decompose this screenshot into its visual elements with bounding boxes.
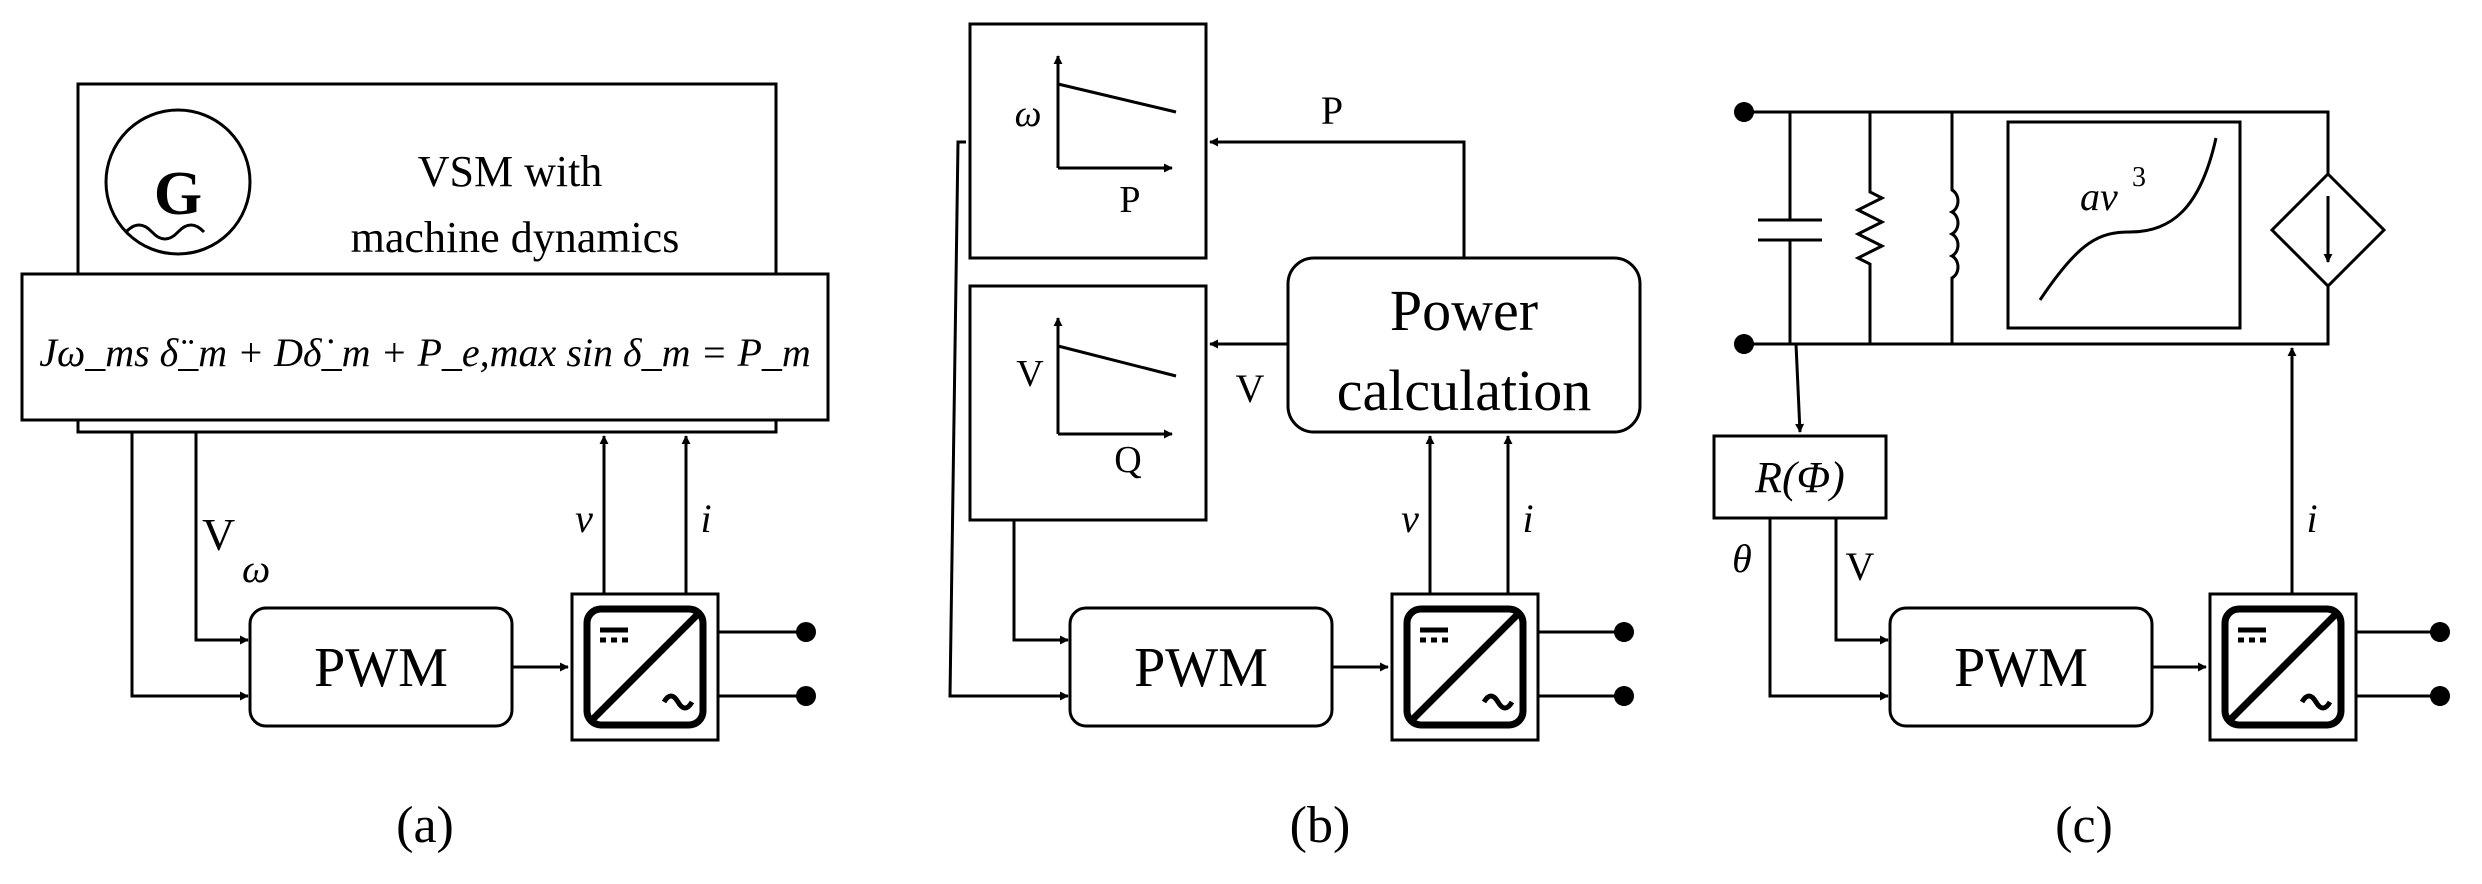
droop2-line [1057,344,1177,378]
label-i-b: i [1522,496,1533,541]
signal-v-omega-line [194,432,249,645]
p-feedback-arrow [1209,137,1466,258]
r-phi-label: R(Φ) [1754,453,1845,502]
current-source-icon [2269,171,2387,289]
panel-a: G VSM with machine dynamics Jω_ms δ̈_m +… [20,82,830,854]
label-i: i [700,496,711,541]
panel-b: ω P V Q Power calculation P V PWM v i [948,22,1642,854]
converter-icon [572,594,718,740]
load-exponent: 3 [2132,162,2146,193]
vsm-title-line1: VSM with [418,147,603,196]
capacitor-icon [1758,112,1822,344]
generator-symbol: G [154,160,202,228]
label-i-c: i [2306,496,2317,541]
terminal-dot-top-c [2430,622,2450,642]
terminal-dot-bottom [796,686,816,706]
converter-icon-c [2210,594,2356,740]
bus-bottom [1744,274,2330,346]
droop-q-v-block [968,284,1208,522]
bus-dot-bottom [1734,334,1754,354]
caption-b: (b) [1290,797,1351,854]
label-theta: θ [1732,536,1752,581]
terminal-dot-bottom-b [1614,686,1634,706]
v-to-pwm-line [1834,518,1889,645]
droop1-line [1057,82,1177,114]
droop2-y-label: V [1016,353,1044,395]
load-label: av [2080,174,2118,219]
pwm-label-c: PWM [1954,637,2088,699]
nonlinear-load-block [2006,120,2242,330]
vsm-title-line2: machine dynamics [351,213,680,262]
caption-a: (a) [396,797,454,854]
terminal-dot-top-b [1614,622,1634,642]
converter-icon-b [1392,594,1538,740]
generator-icon: G [104,108,252,256]
load-curve [2038,137,2218,301]
inductor-icon [1948,112,1960,344]
terminal-dot-bottom-c [2430,686,2450,706]
r-phi-block [1712,434,1888,520]
label-v-small: v [575,496,593,541]
pwm-label-b: PWM [1134,637,1268,699]
pwm-label: PWM [314,637,448,699]
power-calc-line2: calculation [1337,358,1591,423]
label-p: P [1321,88,1343,133]
droop1-x-label: P [1119,179,1140,221]
caption-c: (c) [2055,797,2113,854]
resistor-icon [1854,112,1886,344]
label-v-b: V [1236,366,1265,411]
label-omega: ω [242,546,270,591]
theta-to-pwm-line [1768,518,1889,701]
droop2-x-label: Q [1114,439,1141,481]
panel-c: av 3 R(Φ) θ V PWM i (c) [1712,102,2450,854]
droop-p-omega-block [968,22,1208,260]
droop1-y-label: ω [1015,93,1042,135]
terminal-dot-top [796,622,816,642]
label-v: V [202,509,235,560]
swing-equation: Jω_ms δ̈_m + Dδ̇_m + P_e,max sin δ_m = P… [39,330,811,375]
swing-equation-box [20,272,830,422]
droop1-to-pwm-line [948,140,1069,701]
label-v-c: V [1846,544,1875,589]
power-calc-line1: Power [1390,278,1538,343]
label-v-small-b: v [1401,496,1419,541]
bus-dot-top [1734,102,1754,122]
signal-theta-line [130,432,249,701]
bus-to-rphi-arrow [1794,343,1805,433]
droop2-to-pwm-line [1012,520,1069,645]
